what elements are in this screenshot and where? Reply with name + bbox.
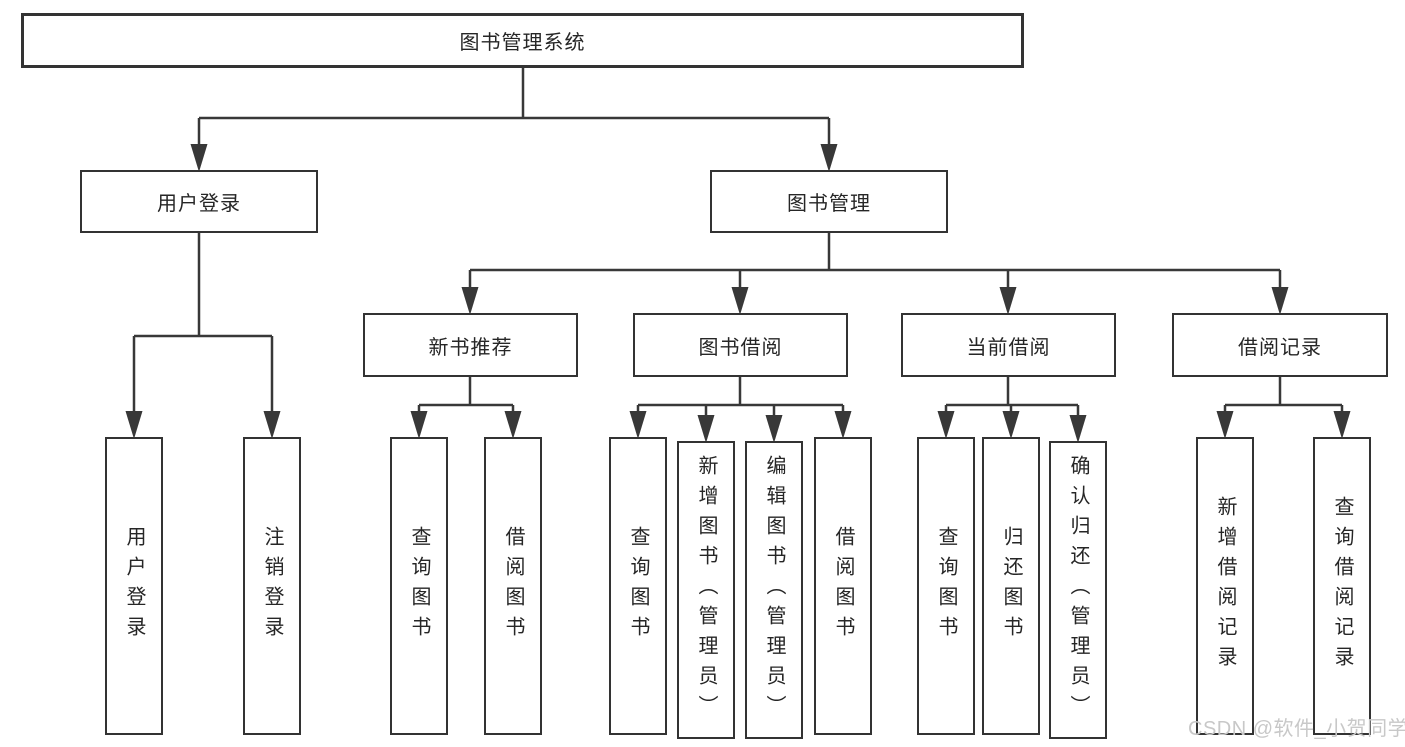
node-root-label: 图书管理系统: [459, 32, 586, 54]
csdn-watermark: CSDN @软件_小贺同学: [1188, 718, 1405, 740]
leaf-label: 借阅图书: [502, 526, 524, 646]
leaf-borrow-books: 借阅图书: [814, 437, 872, 735]
leaf-user-login: 用户登录: [105, 437, 163, 735]
leaf-borrow-books: 借阅图书: [484, 437, 542, 735]
node-root-system: 图书管理系统: [21, 13, 1024, 68]
node-borrowing-records: 借阅记录: [1172, 313, 1388, 377]
leaf-label: 确认归还（管理员）: [1067, 455, 1089, 725]
node-user-login-label: 用户登录: [157, 193, 241, 215]
leaf-label: 注销登录: [261, 526, 283, 646]
leaf-label: 新增图书（管理员）: [695, 455, 717, 725]
node-book-management: 图书管理: [710, 170, 948, 233]
leaf-query-books: 查询图书: [917, 437, 975, 735]
leaf-query-borrow-record: 查询借阅记录: [1313, 437, 1371, 735]
leaf-label: 查询图书: [627, 526, 649, 646]
node-current-borrowing: 当前借阅: [901, 313, 1116, 377]
leaf-label: 查询借阅记录: [1331, 496, 1353, 676]
leaf-query-books: 查询图书: [609, 437, 667, 735]
leaf-confirm-return-admin: 确认归还（管理员）: [1049, 441, 1107, 739]
leaf-return-books: 归还图书: [982, 437, 1040, 735]
node-user-login: 用户登录: [80, 170, 318, 233]
node-book-borrowing: 图书借阅: [633, 313, 848, 377]
node-borrowing-records-label: 借阅记录: [1238, 336, 1322, 359]
node-current-borrowing-label: 当前借阅: [966, 336, 1051, 359]
node-new-book-recommend: 新书推荐: [363, 313, 578, 377]
leaf-edit-books-admin: 编辑图书（管理员）: [745, 441, 803, 739]
leaf-label: 编辑图书（管理员）: [763, 455, 785, 725]
leaf-add-books-admin: 新增图书（管理员）: [677, 441, 735, 739]
leaf-label: 用户登录: [123, 526, 145, 646]
leaf-label: 借阅图书: [832, 526, 854, 646]
leaf-label: 新增借阅记录: [1214, 496, 1236, 676]
node-book-management-label: 图书管理: [787, 193, 871, 215]
leaf-logout-login: 注销登录: [243, 437, 301, 735]
leaf-label: 查询图书: [935, 526, 957, 646]
node-book-borrowing-label: 图书借阅: [698, 336, 783, 359]
leaf-label: 查询图书: [408, 526, 430, 646]
leaf-query-books: 查询图书: [390, 437, 448, 735]
leaf-add-borrow-record: 新增借阅记录: [1196, 437, 1254, 735]
leaf-label: 归还图书: [1000, 526, 1022, 646]
node-new-book-recommend-label: 新书推荐: [428, 336, 513, 359]
